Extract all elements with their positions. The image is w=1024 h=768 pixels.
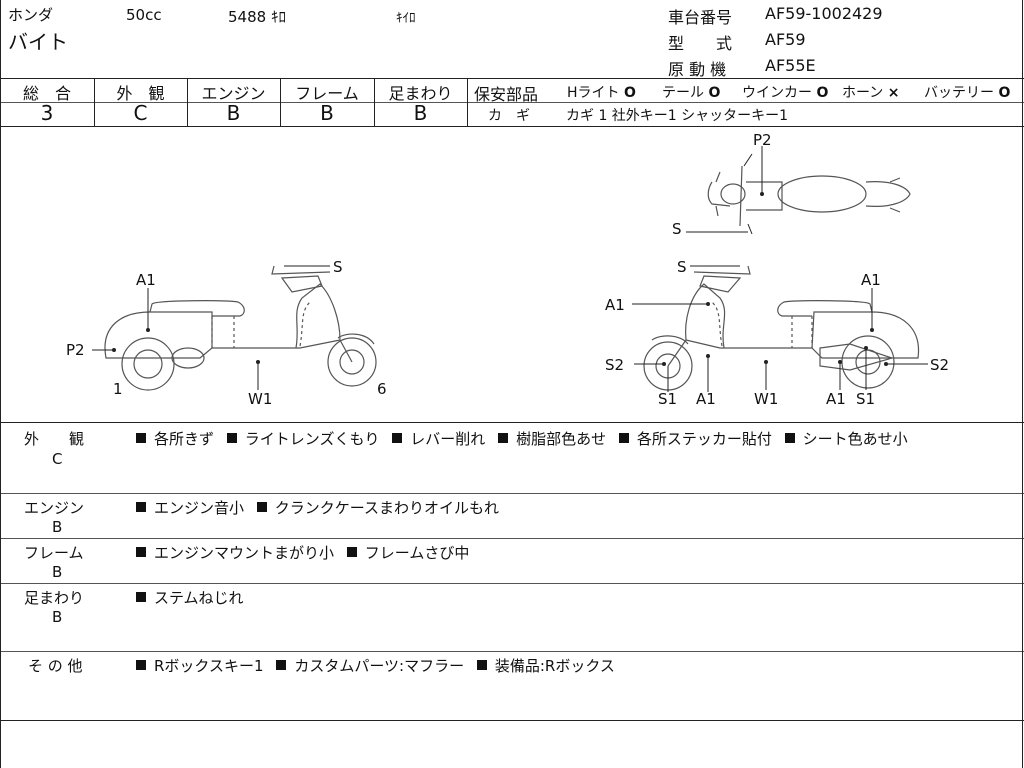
diagram-label: P2 (66, 341, 85, 359)
divider (0, 583, 1024, 584)
frame-label: フレーム (295, 84, 359, 103)
remark-grade-frame: B (52, 563, 63, 581)
maker: ホンダ (8, 6, 54, 24)
remark-grade-engine: B (52, 518, 63, 536)
bullet-icon (136, 660, 146, 670)
safety-label: 保安部品 (474, 85, 539, 104)
divider (0, 422, 1024, 423)
bullet-icon (226, 433, 237, 443)
diagram-label: W1 (754, 390, 779, 408)
mileage-unit: ｷｲﾛ (396, 11, 416, 26)
bullet-icon (136, 547, 146, 557)
diagram-label: P2 (753, 131, 772, 149)
scooter-right-view (632, 265, 928, 392)
divider (0, 102, 468, 103)
remark-items-engine: エンジン音小 クランクケースまわりオイルもれ (136, 497, 499, 518)
remark-label-engine: エンジン (24, 499, 85, 517)
remark-grade-suspension: B (52, 608, 63, 626)
bullet-icon (618, 433, 629, 443)
remark-label-suspension: 足まわり (24, 589, 85, 607)
diagram-label: S1 (856, 390, 876, 408)
diagram-label: S (333, 258, 343, 276)
overall-label: 総 合 (22, 84, 71, 103)
diagram-label: 6 (377, 380, 387, 398)
safety-item: テール O (662, 85, 721, 101)
scooter-top-view (686, 146, 911, 235)
remark-label-other: そ の 他 (28, 657, 83, 675)
diagram-label: 1 (113, 380, 123, 398)
bullet-icon (256, 502, 267, 512)
mileage: 5488 ｷﾛ (228, 8, 286, 26)
remark-grade-exterior: C (52, 450, 63, 468)
divider (468, 102, 1024, 103)
exterior-label: 外 観 (116, 84, 165, 103)
diagram-label: A1 (696, 390, 716, 408)
engine-model-value: AF55E (765, 56, 816, 75)
diagram-label: A1 (605, 296, 625, 314)
divider (0, 538, 1024, 539)
scooter-diagram (92, 146, 928, 392)
diagram-label: W1 (248, 390, 273, 408)
bullet-icon (346, 547, 357, 557)
diagram-label: S (672, 220, 682, 238)
divider (0, 493, 1024, 494)
safety-item: ウインカー O (742, 85, 829, 101)
bullet-icon (392, 433, 403, 443)
exterior-value: C (133, 101, 148, 125)
diagram-label: S1 (658, 390, 678, 408)
bullet-icon (784, 433, 795, 443)
frame-no-label: 車台番号 (668, 8, 733, 27)
engine-label: エンジン (201, 84, 266, 103)
engine-model-label: 原 動 機 (668, 60, 727, 79)
divider (0, 126, 1024, 127)
diagram-label: A1 (861, 271, 881, 289)
remark-label-exterior: 外 観 (24, 430, 85, 448)
displacement: 50cc (126, 6, 162, 24)
remark-items-frame: エンジンマウントまがり小 フレームさび中 (136, 542, 469, 563)
type-value: AF59 (765, 30, 806, 49)
safety-item: Hライト O (567, 85, 636, 101)
bullet-icon (276, 660, 287, 670)
diagram-label: A1 (136, 271, 156, 289)
suspension-label: 足まわり (388, 84, 453, 103)
divider (374, 78, 375, 126)
bullet-icon (136, 433, 146, 443)
model-name: バイト (8, 30, 68, 54)
bullet-icon (476, 660, 487, 670)
bullet-icon (136, 502, 146, 512)
diagram-label: S2 (605, 356, 625, 374)
diagram-label: A1 (826, 390, 846, 408)
divider (0, 651, 1024, 652)
divider (187, 78, 188, 126)
divider (1022, 0, 1023, 768)
bullet-icon (136, 592, 146, 602)
remark-label-frame: フレーム (24, 544, 84, 562)
suspension-value: B (413, 101, 428, 125)
divider (0, 720, 1024, 721)
safety-item: バッテリー O (924, 85, 1011, 101)
key-label: カ ギ (488, 108, 530, 124)
keys-value: カギ 1 社外キー1 シャッターキー1 (566, 108, 789, 124)
divider (0, 0, 1, 768)
divider (94, 78, 95, 126)
divider (467, 78, 468, 126)
overall-value: 3 (40, 101, 54, 125)
safety-item: ホーン × (842, 85, 900, 101)
bullet-icon (498, 433, 509, 443)
remark-items-exterior: 各所きず ライトレンズくもり レバー削れ 樹脂部色あせ 各所ステッカー貼付 シー… (136, 428, 1016, 450)
divider (280, 78, 281, 126)
frame-value: B (320, 101, 334, 125)
diagram-label: S2 (930, 356, 950, 374)
frame-no: AF59-1002429 (765, 4, 883, 23)
diagram-label: S (677, 258, 687, 276)
scooter-left-view (92, 265, 377, 391)
remark-items-suspension: ステムねじれ (136, 587, 244, 608)
engine-value: B (226, 101, 241, 125)
type-label: 型 式 (668, 34, 733, 53)
divider (0, 78, 1024, 79)
remark-items-other: Rボックスキー1 カスタムパーツ:マフラー 装備品:Rボックス (136, 655, 615, 676)
